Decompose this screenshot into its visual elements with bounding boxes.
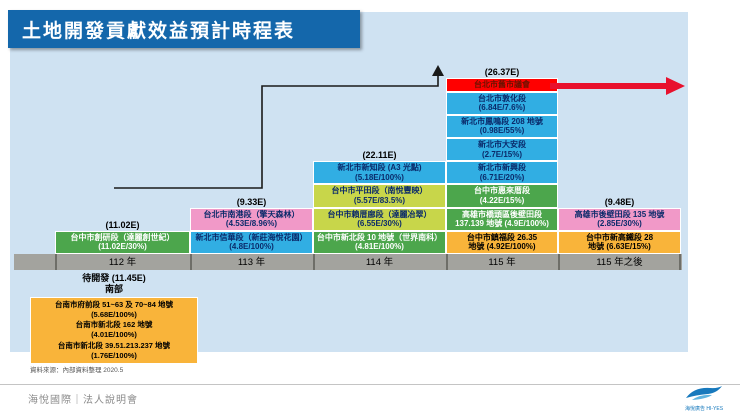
axis-tick	[446, 254, 448, 270]
project-block: 新北市新興段(6.71E/20%)	[446, 161, 558, 185]
project-block-line: (4.53E/8.96%)	[225, 219, 278, 229]
project-block-line: 新北市信華段（新莊海悅花園）	[195, 232, 308, 242]
project-block-line: 台中市平田段（南悅豐映）	[331, 186, 428, 196]
project-block-line: (2.85E/30%)	[597, 219, 642, 229]
project-block-line: (11.02E/30%)	[98, 242, 147, 252]
timeline-chart: (11.02E)台中市創研段（達麗創世紀）(11.02E/30%)(9.33E)…	[10, 12, 688, 364]
project-block-line: 台北市敦化段	[478, 93, 526, 103]
column-total: (22.11E)	[362, 150, 397, 161]
source-note: 資料來源：內部資料整理 2020.5	[30, 367, 124, 374]
pending-block-line: (5.68E/100%)	[91, 310, 137, 320]
pending-block-line: (1.76E/100%)	[91, 350, 137, 360]
pending-section: 待開發 (11.45E) 南部 台南市府前段 51~63 及 70~84 地號(…	[30, 273, 198, 364]
project-block-line: 台中市新北段 10 地號（世界南科）	[316, 232, 443, 242]
project-block: 台中市新北段 10 地號（世界南科）(4.81E/100%)	[313, 230, 446, 254]
axis-tick	[190, 254, 192, 270]
project-block: 新北市新知段 (A3 光點)(5.18E/100%)	[313, 161, 446, 185]
project-block: 台北市舊市議會	[446, 78, 558, 92]
project-block: 台中市惠來厝段(4.22E/15%)	[446, 184, 558, 208]
project-block-line: 高雄市橋頭區後壁田段	[462, 209, 542, 219]
year-label: 115 年	[488, 257, 516, 268]
axis-tick	[313, 254, 315, 270]
footer-brand: 海悅國際｜法人說明會	[28, 395, 138, 406]
column-total: (11.02E)	[105, 219, 140, 230]
project-block-line: 台中市賴厝廍段（達麗冶翠）	[327, 209, 432, 219]
bird-logo-icon	[686, 386, 722, 400]
pending-title: 待開發 (11.45E)	[82, 273, 146, 283]
page-title: 土地開發貢獻效益預計時程表	[8, 10, 360, 48]
project-block-line: 137.139 地號 (4.9E/100%)	[455, 219, 549, 229]
year-label: 115 年之後	[596, 257, 643, 268]
project-block: 台中市創研段（達麗創世紀）(11.02E/30%)	[55, 230, 190, 254]
column-3: (22.11E)新北市新知段 (A3 光點)(5.18E/100%)台中市平田段…	[313, 149, 446, 254]
project-block-line: (4.22E/15%)	[479, 196, 525, 206]
pending-region-label: 南部	[104, 284, 123, 294]
project-block-line: 高雄市後壁田段 135 地號	[574, 209, 665, 219]
project-block: 高雄市後壁田段 135 地號(2.85E/30%)	[558, 207, 681, 231]
column-5: (9.48E)高雄市後壁田段 135 地號(2.85E/30%)台中市新高鐵段 …	[558, 196, 681, 254]
project-block-line: 台中市創研段（達麗創世紀）	[70, 232, 175, 242]
year-label: 114 年	[365, 257, 394, 268]
pending-block-line: (4.01E/100%)	[91, 330, 137, 340]
project-block-line: 台北市南港段（擎天森林）	[203, 209, 300, 219]
project-block: 台中市賴厝廍段（達麗冶翠）(6.55E/30%)	[313, 207, 446, 231]
project-block-line: 台中市鎮福段 26.35	[466, 232, 538, 242]
pending-block: 台南市府前段 51~63 及 70~84 地號(5.68E/100%)台南市新北…	[30, 297, 198, 364]
year-labels: 112 年 113 年 114 年 115 年 115 年之後	[55, 256, 681, 269]
project-block-line: (6.55E/30%)	[357, 219, 402, 229]
project-block-line: 台北市舊市議會	[474, 80, 530, 90]
project-block-line: 新北市鳳鳴段 208 地號	[461, 116, 543, 126]
axis-tick	[55, 254, 57, 270]
project-block-line: (5.18E/100%)	[355, 172, 404, 182]
column-total: (9.48E)	[604, 196, 635, 207]
axis-tick	[558, 254, 560, 270]
project-block-line: (4.8E/100%)	[229, 242, 274, 252]
pending-block-line: 台南市府前段 51~63 及 70~84 地號	[55, 300, 173, 309]
footer-divider	[0, 384, 740, 385]
project-block-line: 新北市大安段	[478, 140, 526, 150]
project-block-line: 台中市新高鐵段 28	[585, 232, 654, 242]
project-block: 台北市敦化段(6.84E/7.6%)	[446, 91, 558, 115]
column-2: (9.33E)台北市南港段（擎天森林）(4.53E/8.96%)新北市信華段（新…	[190, 196, 313, 254]
project-block-line: 新北市新興段	[478, 163, 526, 173]
project-block-line: (6.71E/20%)	[479, 172, 525, 182]
pending-block-line: 台南市新北段 39.51.213.237 地號	[57, 340, 171, 350]
logo-text: 海悅廣告 HI-YES	[684, 406, 724, 412]
project-block-line: (0.98E/55%)	[479, 126, 525, 136]
project-block-line: 地號 (6.63E/15%)	[588, 242, 651, 252]
column-total: (26.37E)	[484, 67, 520, 78]
timeline-axis	[14, 254, 682, 270]
column-1: (11.02E)台中市創研段（達麗創世紀）(11.02E/30%)	[55, 219, 190, 254]
project-block-line: 台中市惠來厝段	[474, 186, 530, 196]
pending-block-line: 台南市新北段 162 地號	[75, 320, 153, 330]
project-block-line: (5.57E/83.5%)	[353, 196, 406, 206]
project-block: 台北市南港段（擎天森林）(4.53E/8.96%)	[190, 207, 313, 231]
columns: (11.02E)台中市創研段（達麗創世紀）(11.02E/30%)(9.33E)…	[55, 66, 681, 254]
project-block-line: (4.81E/100%)	[355, 242, 404, 252]
year-label: 112 年	[108, 257, 137, 268]
project-block: 新北市信華段（新莊海悅花園）(4.8E/100%)	[190, 230, 313, 254]
project-block: 新北市大安段(2.7E/15%)	[446, 138, 558, 162]
page-title-text: 土地開發貢獻效益預計時程表	[22, 20, 296, 42]
project-block-line: (2.7E/15%)	[481, 149, 523, 159]
project-block: 台中市平田段（南悅豐映）(5.57E/83.5%)	[313, 184, 446, 208]
year-label: 113 年	[237, 257, 266, 268]
project-block-line: 新北市新知段 (A3 光點)	[337, 163, 422, 173]
project-block-line: (6.84E/7.6%)	[478, 103, 526, 113]
project-block: 新北市鳳鳴段 208 地號(0.98E/55%)	[446, 114, 558, 139]
company-logo: 海悅廣告 HI-YES	[680, 385, 728, 412]
axis-tick	[679, 254, 681, 270]
project-block-line: 地號 (4.92E/100%)	[468, 242, 536, 252]
column-4: (26.37E)台北市舊市議會台北市敦化段(6.84E/7.6%)新北市鳳鳴段 …	[446, 66, 558, 254]
column-total: (9.33E)	[236, 196, 267, 207]
